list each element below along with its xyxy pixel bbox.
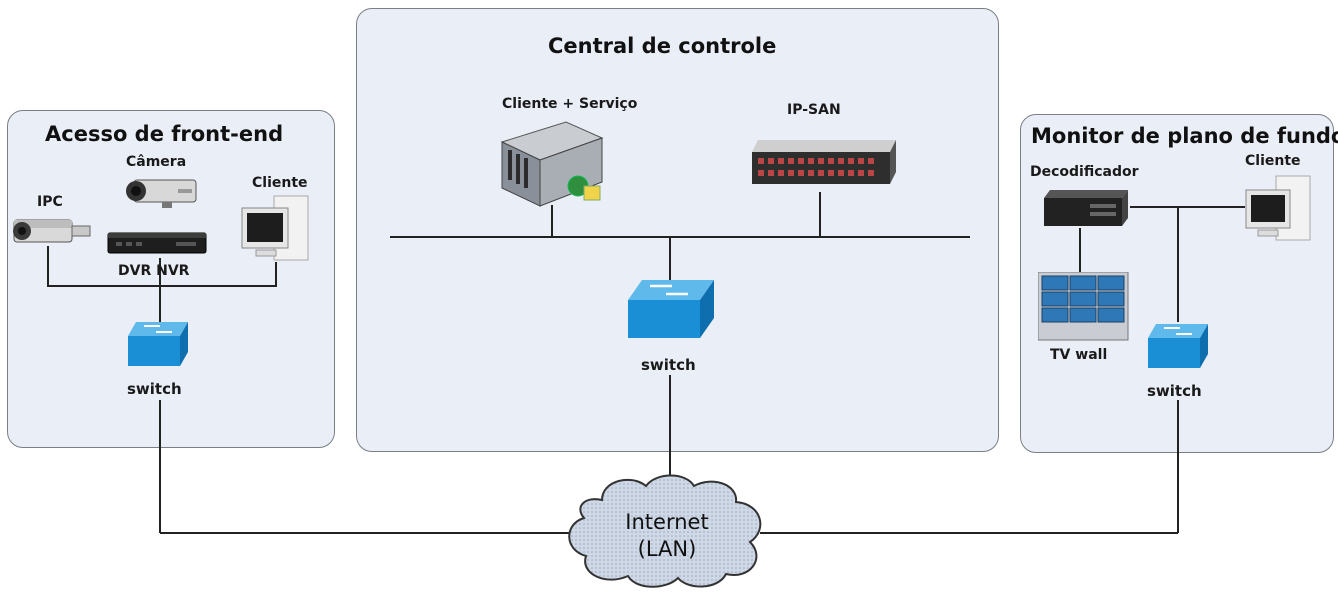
dvr-nvr-label: DVR NVR	[118, 263, 190, 279]
ipc-label: IPC	[37, 194, 63, 210]
central-panel	[356, 8, 999, 452]
ipsan-label: IP-SAN	[787, 102, 841, 118]
monitor-title: Monitor de plano de fundo	[1031, 124, 1338, 148]
tv-wall-label: TV wall	[1050, 347, 1108, 363]
central-title: Central de controle	[548, 34, 777, 58]
monitor-switch-icon	[1148, 324, 1208, 368]
front-switch-icon	[128, 322, 188, 366]
front-client-label: Cliente	[252, 175, 308, 191]
monitor-client-pc-icon	[1245, 175, 1311, 241]
decoder-label: Decodificador	[1030, 164, 1139, 180]
front-client-pc-icon	[241, 195, 309, 261]
ipc-camera-icon	[13, 219, 91, 243]
monitor-switch-label: switch	[1147, 382, 1202, 400]
internet-cloud-icon	[568, 474, 762, 588]
cloud-line2: (LAN)	[637, 537, 697, 561]
central-switch-label: switch	[641, 356, 696, 374]
server-label: Cliente + Serviço	[502, 96, 638, 112]
dvr-nvr-icon	[107, 232, 207, 254]
monitor-client-label: Cliente	[1245, 153, 1301, 169]
server-icon	[500, 121, 604, 207]
ip-san-storage-icon	[752, 140, 896, 184]
cloud-label: Internet (LAN)	[592, 509, 742, 563]
front-end-title: Acesso de front-end	[45, 122, 284, 146]
decoder-icon	[1044, 190, 1128, 226]
camera-label: Câmera	[126, 154, 187, 170]
box-camera-icon	[126, 179, 197, 208]
tv-wall-icon	[1038, 272, 1129, 341]
cloud-line1: Internet	[625, 510, 709, 534]
front-end-panel	[7, 110, 335, 448]
central-switch-icon	[628, 280, 714, 338]
front-switch-label: switch	[127, 380, 182, 398]
